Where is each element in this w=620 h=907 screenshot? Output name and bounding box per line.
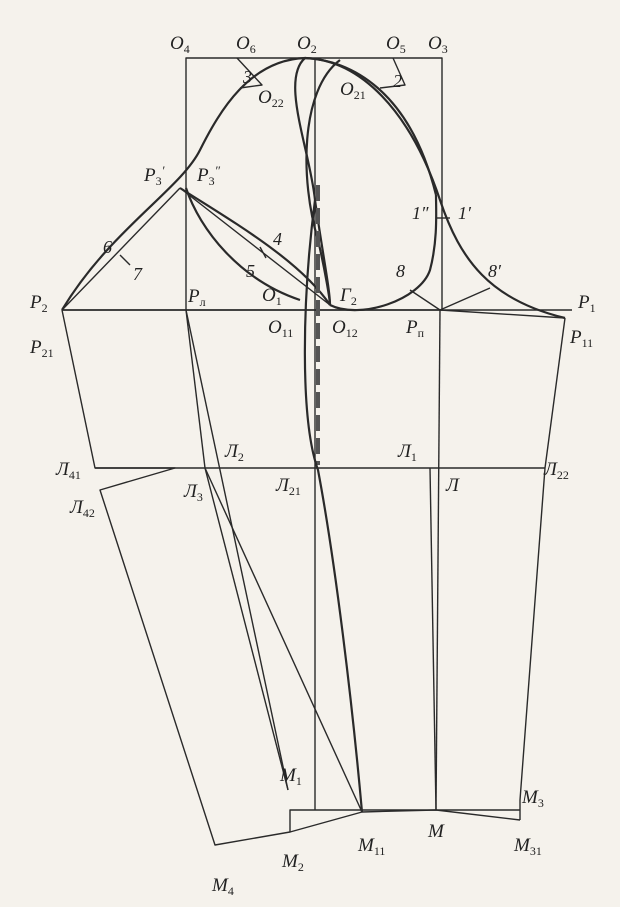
point-m2-label: M2 [282, 851, 304, 874]
point-l-label: Л [446, 475, 459, 496]
point-pp-label: Pп [406, 317, 425, 340]
point-l22-label: Л22 [544, 459, 569, 482]
mark-5-label: 5 [246, 261, 255, 281]
mark-1pp-label: 1″ [412, 203, 429, 223]
line-pp-m [435, 309, 441, 811]
point-p21-label: P21 [30, 337, 54, 360]
point-o4-label: O4 [170, 33, 190, 56]
point-o12-label: O12 [332, 317, 358, 340]
point-p1-label: P1 [578, 292, 596, 315]
mark-7-label: 7 [133, 264, 142, 284]
point-m11-label: M11 [358, 835, 386, 858]
mark-6-label: 6 [103, 237, 112, 257]
line-p3-g2 [179, 187, 331, 306]
hem-curve [289, 809, 521, 833]
point-o2-label: O2 [297, 33, 317, 56]
front-underarm-segment [439, 309, 566, 319]
line-l2-m1 [204, 467, 289, 791]
mark-1p-label: 1′ [458, 203, 471, 223]
mark-3-label: 3 [243, 67, 252, 87]
mark-8p-label: 8′ [488, 261, 501, 281]
point-l2-label: Л2 [225, 441, 244, 464]
point-p3-prime-label: P3′ [144, 163, 165, 188]
point-o6-label: O6 [236, 33, 256, 56]
mark-4-label: 4 [273, 229, 282, 249]
point-m31-label: M31 [514, 835, 542, 858]
mark-8-label: 8 [396, 261, 405, 281]
point-o22-label: O22 [258, 87, 284, 110]
point-g2-label: Г2 [340, 285, 357, 308]
front-underarm-curve [184, 187, 301, 302]
point-p3-double-prime-label: P3″ [197, 163, 221, 188]
back-sleeve-outline [61, 309, 315, 846]
dart-mark-2 [379, 57, 406, 89]
point-m1-label: M1 [280, 765, 302, 788]
line-pl-m1 [185, 309, 289, 791]
inner-cap-curve-right [304, 56, 438, 196]
point-o21-label: O21 [340, 79, 366, 102]
point-p2-label: P2 [30, 292, 48, 315]
point-p11-label: P11 [570, 327, 594, 350]
point-l21-label: Л21 [276, 475, 301, 498]
point-l42-label: Л42 [70, 497, 95, 520]
point-m-label: M [428, 821, 444, 842]
point-l41-label: Л41 [56, 459, 81, 482]
mark-4-5 [259, 246, 267, 259]
mark-8 [409, 289, 441, 311]
point-o11-label: O11 [268, 317, 294, 340]
dart-mark-3 [236, 57, 263, 89]
line-pl-l2 [185, 309, 206, 469]
mark-8p [439, 287, 491, 311]
mark-6-7 [119, 254, 131, 266]
line-p2-p3 [61, 187, 181, 311]
inner-cap-curve-left [305, 59, 341, 306]
line-l2-m11 [204, 467, 363, 813]
point-o3-label: O3 [428, 33, 448, 56]
point-pl-label: Pл [188, 286, 206, 309]
point-o5-label: O5 [386, 33, 406, 56]
mark-2-label: 2 [393, 71, 402, 91]
line-l1-m [429, 467, 437, 811]
point-m3-label: M3 [522, 787, 544, 810]
underarm-curve-right [329, 194, 438, 312]
elbow-seam-curve [303, 199, 364, 813]
point-l1-label: Л1 [398, 441, 417, 464]
front-sleeve-outline [519, 317, 566, 820]
point-o1-label: O1 [262, 285, 282, 308]
point-m4-label: M4 [212, 875, 234, 898]
point-l3-label: Л3 [184, 481, 203, 504]
